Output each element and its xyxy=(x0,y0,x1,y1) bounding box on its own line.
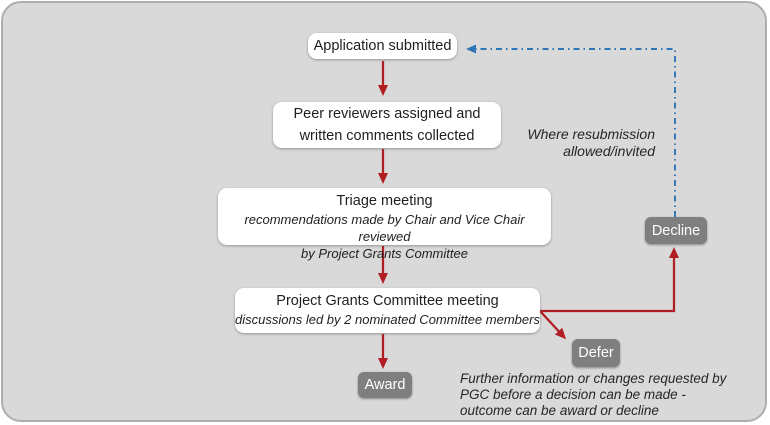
annotation-resubmission-line-1: Where resubmission xyxy=(527,126,655,142)
node-outcome-defer: Defer xyxy=(572,339,620,367)
annotation-defer-note-line-3: outcome can be award or decline xyxy=(460,403,659,418)
node-peer-reviewers: Peer reviewers assigned and written comm… xyxy=(273,102,501,148)
node-peer-line-2: written comments collected xyxy=(299,128,475,144)
node-triage-subtitle-line-1: recommendations made by Chair and Vice C… xyxy=(244,212,525,244)
node-pgc-title: Project Grants Committee meeting xyxy=(276,293,499,309)
node-triage-subtitle-line-2: by Project Grants Committee xyxy=(301,246,468,261)
annotation-defer-note-line-2: PGC before a decision can be made - xyxy=(460,387,686,402)
node-pgc-meeting: Project Grants Committee meeting discuss… xyxy=(235,288,540,333)
annotation-resubmission: Where resubmission allowed/invited xyxy=(510,126,655,160)
annotation-defer-note-line-1: Further information or changes requested… xyxy=(460,371,727,386)
annotation-resubmission-line-2: allowed/invited xyxy=(563,143,655,159)
node-triage-meeting: Triage meeting recommendations made by C… xyxy=(218,188,551,261)
node-outcome-decline: Decline xyxy=(645,217,707,244)
node-outcome-award: Award xyxy=(358,372,412,398)
annotation-defer-note: Further information or changes requested… xyxy=(460,371,755,419)
node-triage-title: Triage meeting xyxy=(336,193,433,209)
node-application-submitted: Application submitted xyxy=(308,33,457,59)
node-peer-line-1: Peer reviewers assigned and xyxy=(293,106,481,122)
node-pgc-subtitle: discussions led by 2 nominated Committee… xyxy=(235,312,540,327)
